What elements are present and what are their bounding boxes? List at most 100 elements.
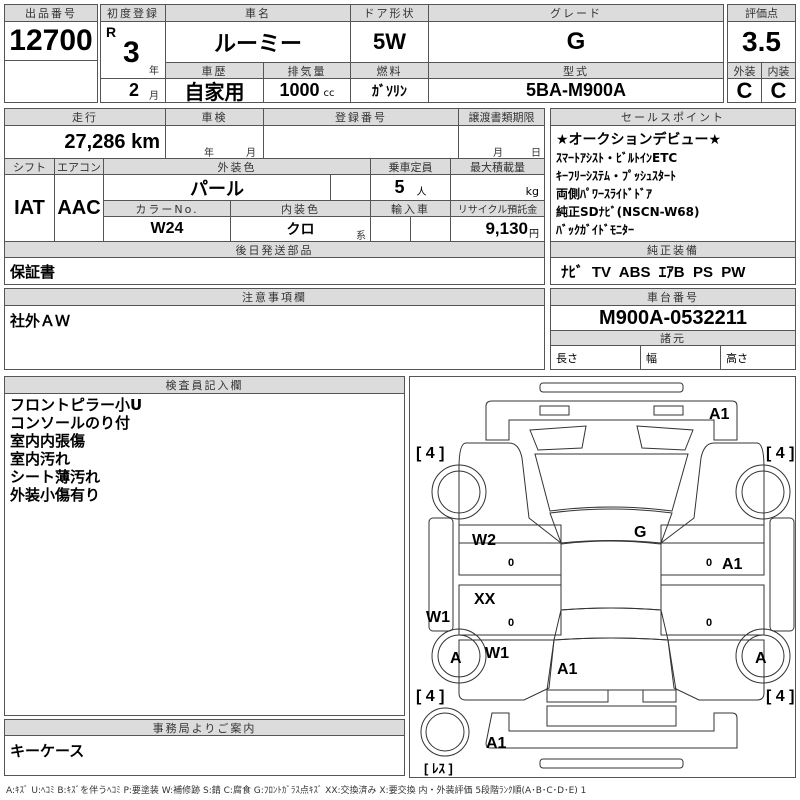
recycle-fee: 9,130 xyxy=(485,219,528,238)
int-color-cell: クロ 系 xyxy=(230,216,371,242)
capacity: 5 xyxy=(394,177,405,197)
displacement-label: 排気量 xyxy=(263,62,351,79)
specs-label: 諸元 xyxy=(550,330,796,346)
rear-right-quarter xyxy=(667,639,765,701)
inspector-label: 検査員記入欄 xyxy=(4,376,405,394)
front-bumper-bar xyxy=(539,382,684,393)
tail-right xyxy=(642,689,677,703)
transfer-day-unit: 日 xyxy=(531,148,541,159)
int-color-label: 内装色 xyxy=(230,200,371,217)
mark-paint-thickness: 0 xyxy=(706,617,712,629)
transfer-cell: 月 日 xyxy=(458,125,545,159)
inspection-label: 車検 xyxy=(165,108,264,126)
wheel-rr xyxy=(735,628,791,684)
ext-score: C xyxy=(727,78,762,103)
sales-points-label: セールスポイント xyxy=(550,108,796,126)
sales-point: ｷｰﾌﾘｰｼｽﾃﾑ・ﾌﾟｯｼｭｽﾀｰﾄ xyxy=(556,169,677,183)
import-blank-1 xyxy=(370,216,411,242)
rear-panel xyxy=(546,705,677,727)
capacity-unit: 人 xyxy=(416,187,427,198)
office-note: キーケース xyxy=(4,735,405,776)
displacement-cell: 1000 cc xyxy=(263,78,351,103)
headlight-right xyxy=(653,405,684,416)
grade: G xyxy=(428,21,724,63)
rear-right-door xyxy=(660,584,765,636)
mark-paint-thickness: 0 xyxy=(508,557,514,569)
fuel: ｶﾞｿﾘﾝ xyxy=(350,78,429,103)
insp-month-unit: 月 xyxy=(246,148,256,159)
mark-front-right-door: A1 xyxy=(722,556,743,573)
tire-tread-fl: [ 4 ] xyxy=(416,445,444,462)
front-right-door xyxy=(660,524,765,576)
hood xyxy=(534,453,689,512)
spare-tire-status: [ ﾚｽ ] xyxy=(424,761,453,776)
max-load-label: 最大積載量 xyxy=(450,158,545,175)
tire-tread-rr: [ 4 ] xyxy=(766,688,794,705)
inspector-line: コンソールのり付 xyxy=(10,414,131,432)
insp-year-unit: 年 xyxy=(204,148,214,159)
rear-bumper-bar xyxy=(539,758,684,769)
mileage: 27,286 km xyxy=(4,125,166,159)
front-bumper xyxy=(485,400,738,441)
mark-windshield: G xyxy=(634,524,646,541)
damage-diagram: A1 [ 4 ] [ 4 ] G W2 0 A1 0 XX W1 0 0 A W… xyxy=(409,376,796,778)
mark-rear-bumper: A1 xyxy=(486,735,507,752)
car-name-label: 車名 xyxy=(165,4,351,22)
mark-front-left-door: W2 xyxy=(472,532,496,549)
car-diagram-svg: A1 [ 4 ] [ 4 ] G W2 0 A1 0 XX W1 0 0 A W… xyxy=(416,382,795,776)
ext-color: パール xyxy=(103,174,331,201)
width-label: 幅 xyxy=(640,345,721,370)
mark-rear-left-door: XX xyxy=(474,591,496,608)
capacity-label: 乗車定員 xyxy=(370,158,451,175)
front-left-door xyxy=(458,524,562,576)
notes: 社外ＡＷ xyxy=(4,305,545,370)
front-grille xyxy=(529,425,694,451)
score-label: 評価点 xyxy=(727,4,796,22)
import-label: 輸入車 xyxy=(370,200,451,217)
model-code: 5BA-M900A xyxy=(428,78,724,103)
mark-paint-thickness: 0 xyxy=(508,617,514,629)
transfer-month-unit: 月 xyxy=(493,148,503,159)
first-reg-month-cell: 2 月 xyxy=(100,78,166,103)
int-color-unit: 系 xyxy=(356,231,366,242)
int-score: C xyxy=(761,78,796,103)
tire-tread-fr: [ 4 ] xyxy=(766,445,794,462)
ext-color-label: 外装色 xyxy=(103,158,371,175)
lot-blank xyxy=(4,60,98,103)
sales-points: ★オークションデビュー★ ｽﾏｰﾄｱｼｽﾄ・ﾋﾞﾙﾄｲﾝETC ｷｰﾌﾘｰｼｽﾃ… xyxy=(550,125,796,242)
sales-point: ★オークションデビュー★ xyxy=(556,132,722,148)
mark-wheel-rr: A xyxy=(755,650,767,667)
mark-rear-left-quarter: W1 xyxy=(485,645,509,662)
recycle-label: リサイクル預託金 xyxy=(450,200,545,217)
aircon: AAC xyxy=(54,174,104,242)
fuel-label: 燃料 xyxy=(350,62,429,79)
reg-month: 2 xyxy=(129,80,140,100)
era: R xyxy=(106,24,117,40)
capacity-cell: 5 人 xyxy=(370,174,451,201)
lot-number: 12700 xyxy=(4,21,98,61)
sales-point: ｽﾏｰﾄｱｼｽﾄ・ﾋﾞﾙﾄｲﾝETC xyxy=(556,151,678,165)
wheel-rl xyxy=(431,628,487,684)
wheel-fr xyxy=(735,464,791,520)
grade-label: グレード xyxy=(428,4,724,22)
office-label: 事務局よりご案内 xyxy=(4,719,405,736)
chassis-label: 車台番号 xyxy=(550,288,796,306)
inspector-notes: フロントピラー小U コンソールのり付 室内内張傷 室内汚れ シート薄汚れ 外装小… xyxy=(4,393,405,716)
mark-back-door: A1 xyxy=(557,661,578,678)
tire-tread-rl: [ 4 ] xyxy=(416,688,444,705)
height-label: 高さ xyxy=(720,345,796,370)
chassis-number: M900A-0532211 xyxy=(550,305,796,331)
inspector-line: シート薄汚れ xyxy=(10,468,101,486)
rear-bumper xyxy=(485,712,738,749)
equipment: ﾅﾋﾞ TV ABS ｴｱB PS PW xyxy=(550,257,796,285)
car-name: ルーミー xyxy=(165,21,351,63)
inspection-cell: 年 月 xyxy=(165,125,264,159)
later-parts-label: 後日発送部品 xyxy=(4,241,545,258)
ext-color-blank xyxy=(330,174,371,201)
sales-point: 両側ﾊﾟﾜｰｽﾗｲﾄﾞﾄﾞｱ xyxy=(556,187,653,201)
shift-label: シフト xyxy=(4,158,55,175)
first-reg-year-cell: R 3 年 xyxy=(100,21,166,79)
front-left-fender xyxy=(458,442,563,544)
sales-point: 純正SDﾅﾋﾞ(NSCN-W68) xyxy=(556,205,700,219)
month-unit: 月 xyxy=(149,91,159,102)
